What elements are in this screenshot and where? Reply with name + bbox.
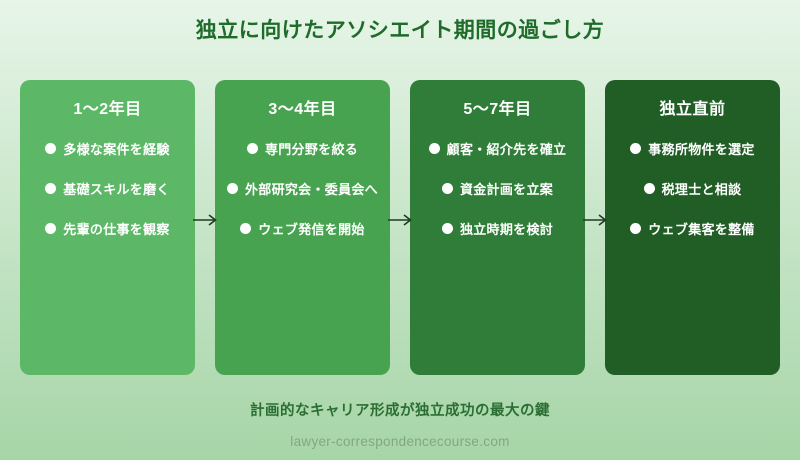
stage-card-title: 独立直前 xyxy=(659,101,726,118)
list-item-label: 外部研究会・委員会へ xyxy=(244,181,378,197)
bullet-dot-icon xyxy=(45,182,57,194)
list-item-label: 独立時期を検討 xyxy=(459,221,554,237)
list-item-label: ウェブ集客を整備 xyxy=(648,221,755,237)
list-item: 資金計画を立案 xyxy=(410,179,585,197)
bullet-dot-icon xyxy=(428,142,440,154)
footer-domain-text: lawyer-correspondencecourse.com xyxy=(290,434,510,449)
bullet-dot-icon xyxy=(630,142,642,154)
list-item: 多様な案件を経験 xyxy=(20,139,195,157)
list-item: ウェブ集客を整備 xyxy=(605,219,780,237)
bullet-dot-icon xyxy=(45,222,57,234)
list-item-label: 顧客・紹介先を確立 xyxy=(446,141,567,157)
list-item-label: 先輩の仕事を観察 xyxy=(63,221,170,237)
arrow-right-icon xyxy=(192,213,218,227)
stage-card-title: 1〜2年目 xyxy=(73,101,142,118)
stage-card-title: 5〜7年目 xyxy=(463,101,532,118)
list-item: 顧客・紹介先を確立 xyxy=(410,139,585,157)
bullet-dot-icon xyxy=(441,222,453,234)
stage-card-years-1-2: 1〜2年目 多様な案件を経験 基礎スキルを磨く 先輩の仕事を観察 xyxy=(20,80,195,375)
stage-card-items: 多様な案件を経験 基礎スキルを磨く 先輩の仕事を観察 xyxy=(20,139,195,237)
list-item-label: ウェブ発信を開始 xyxy=(258,221,365,237)
bullet-dot-icon xyxy=(45,142,57,154)
arrow-right-icon xyxy=(582,213,608,227)
list-item-label: 多様な案件を経験 xyxy=(63,141,170,157)
list-item-label: 専門分野を絞る xyxy=(264,141,359,157)
bullet-dot-icon xyxy=(441,182,453,194)
stage-card-title: 3〜4年目 xyxy=(268,101,337,118)
arrow-right-icon xyxy=(387,213,413,227)
list-item: 事務所物件を選定 xyxy=(605,139,780,157)
list-item: 基礎スキルを磨く xyxy=(20,179,195,197)
stage-card-years-5-7: 5〜7年目 顧客・紹介先を確立 資金計画を立案 独立時期を検討 xyxy=(410,80,585,375)
page-title: 独立に向けたアソシエイト期間の過ごし方 xyxy=(195,19,605,42)
stage-card-items: 専門分野を絞る 外部研究会・委員会へ ウェブ発信を開始 xyxy=(215,139,390,237)
list-item-label: 事務所物件を選定 xyxy=(648,141,755,157)
list-item-label: 基礎スキルを磨く xyxy=(63,181,170,197)
list-item: 先輩の仕事を観察 xyxy=(20,219,195,237)
bullet-dot-icon xyxy=(246,142,258,154)
list-item: 外部研究会・委員会へ xyxy=(215,179,390,197)
bullet-dot-icon xyxy=(226,182,238,194)
list-item: ウェブ発信を開始 xyxy=(215,219,390,237)
bullet-dot-icon xyxy=(240,222,252,234)
tagline-text: 計画的なキャリア形成が独立成功の最大の鍵 xyxy=(250,403,550,419)
list-item-label: 税理士と相談 xyxy=(661,181,742,197)
list-item: 独立時期を検討 xyxy=(410,219,585,237)
list-item-label: 資金計画を立案 xyxy=(459,181,554,197)
bullet-dot-icon xyxy=(643,182,655,194)
stage-card-pre-independence: 独立直前 事務所物件を選定 税理士と相談 ウェブ集客を整備 xyxy=(605,80,780,375)
stage-card-items: 顧客・紹介先を確立 資金計画を立案 独立時期を検討 xyxy=(410,139,585,237)
stage-card-years-3-4: 3〜4年目 専門分野を絞る 外部研究会・委員会へ ウェブ発信を開始 xyxy=(215,80,390,375)
list-item: 専門分野を絞る xyxy=(215,139,390,157)
stage-cards-row: 1〜2年目 多様な案件を経験 基礎スキルを磨く 先輩の仕事を観察 3〜4年目 xyxy=(0,80,800,375)
list-item: 税理士と相談 xyxy=(605,179,780,197)
bullet-dot-icon xyxy=(630,222,642,234)
stage-card-items: 事務所物件を選定 税理士と相談 ウェブ集客を整備 xyxy=(605,139,780,237)
